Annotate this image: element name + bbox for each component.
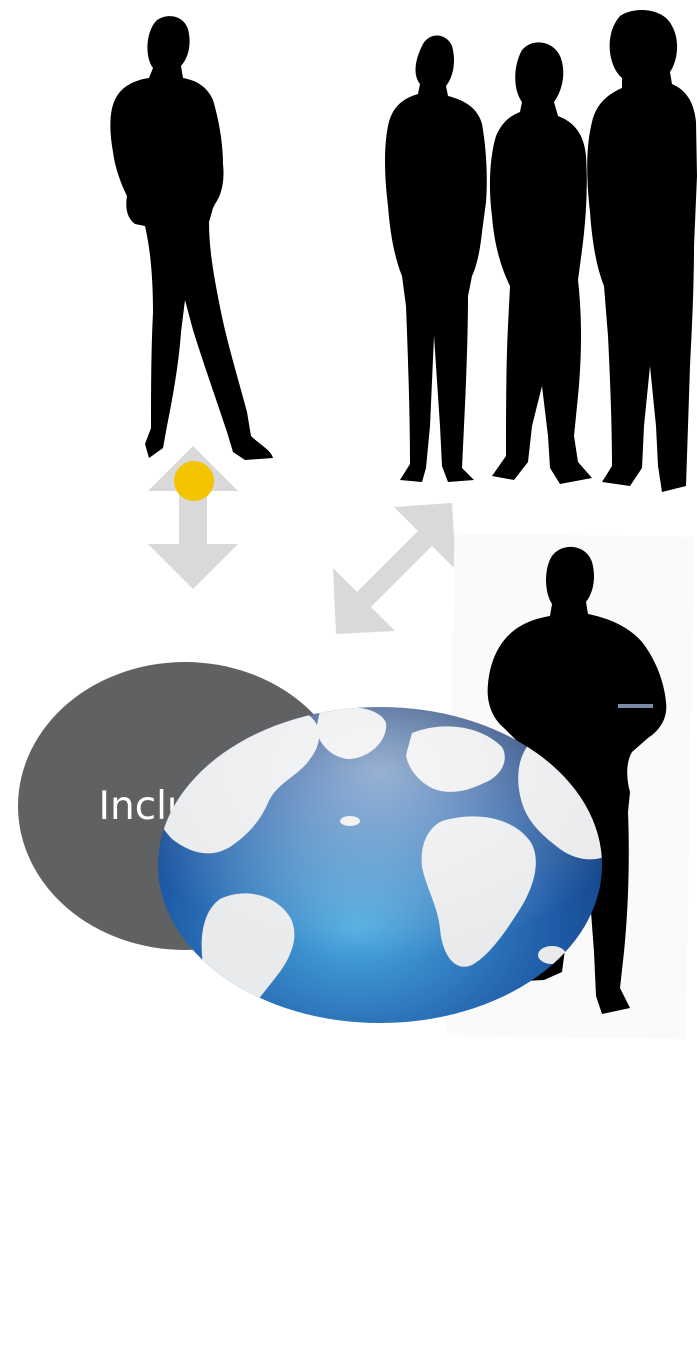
woman-silhouette: [110, 16, 273, 461]
double-arrow-diagonal: [333, 503, 456, 634]
world-globe-icon: [158, 707, 602, 1023]
double-arrow-vertical: [148, 446, 238, 589]
group-silhouette: [385, 10, 697, 493]
man-silhouette: [487, 546, 667, 1014]
blue-line-mark: [618, 704, 653, 708]
yellow-dot-marker: [174, 461, 214, 501]
globe-card: [103, 700, 653, 1359]
